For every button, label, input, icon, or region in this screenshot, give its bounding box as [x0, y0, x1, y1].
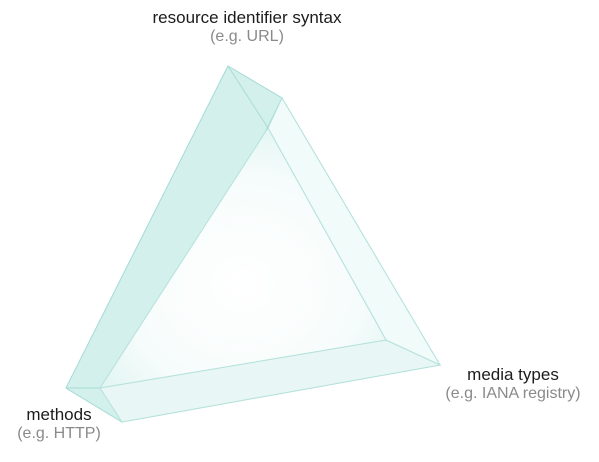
vertex-label-left: methods (e.g. HTTP): [0, 405, 118, 443]
vertex-example: (e.g. HTTP): [17, 424, 101, 442]
vertex-title: media types: [467, 365, 559, 384]
vertex-example: (e.g. IANA registry): [445, 384, 581, 402]
vertex-label-top: resource identifier syntax (e.g. URL): [112, 8, 382, 46]
vertex-example: (e.g. URL): [210, 27, 284, 45]
prism-edge-line: [227, 65, 269, 129]
vertex-label-right: media types (e.g. IANA registry): [428, 365, 598, 403]
prism-inner-triangle: [98, 127, 387, 389]
vertex-title: methods: [26, 405, 92, 424]
vertex-title: resource identifier syntax: [152, 8, 342, 27]
